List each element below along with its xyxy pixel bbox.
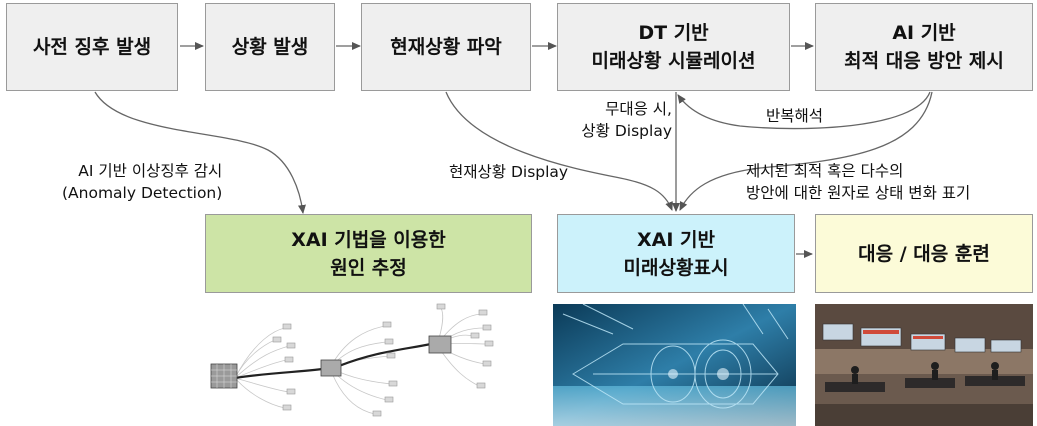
step-current-assessment-label: 현재상황 파악 [390,36,502,58]
no-response-line2: 상황 Display [581,122,672,140]
arrow-proposed [679,91,933,211]
xai-cause-line2: 원인 추정 [330,256,407,279]
step-situation: 상황 발생 [205,3,335,91]
arrow-current-display [445,91,673,211]
xai-cause-line1: XAI 기법을 이용한 [291,228,446,251]
current-display-label: 현재상황 Display [449,163,569,181]
arrow-anomaly [94,91,306,214]
control-room-photo [815,304,1033,426]
digital-twin-turbine-photo [553,304,796,426]
step-situation-label: 상황 발생 [231,36,309,58]
step-precursor-label: 사전 징후 발생 [32,36,152,58]
step-dt-simulation: DT 기반 미래상황 시뮬레이션 [557,3,790,91]
step-ai-optimal-line2: 최적 대응 방안 제시 [844,50,1004,72]
no-response-label: 무대응 시, 상황 Display [566,98,672,142]
xai-future-line2: 미래상황표시 [623,256,729,279]
response-label: 대응 / 대응 훈련 [858,242,990,265]
anomaly-label-line2: (Anomaly Detection) [62,184,223,202]
step-current-assessment: 현재상황 파악 [361,3,531,91]
step-ai-optimal: AI 기반 최적 대응 방안 제시 [815,3,1033,91]
step-dt-simulation-line1: DT 기반 [638,22,709,44]
response-box: 대응 / 대응 훈련 [815,214,1033,293]
arrow-iteration [677,91,931,130]
step-precursor: 사전 징후 발생 [6,3,178,91]
no-response-line1: 무대응 시, [605,100,672,118]
anomaly-label: AI 기반 이상징후 감시 (Anomaly Detection) [62,160,222,204]
proposed-line1: 제시된 최적 혹은 다수의 [746,162,904,180]
step-dt-simulation-line2: 미래상황 시뮬레이션 [591,50,756,72]
xai-graph-illustration [210,303,494,417]
xai-cause-box: XAI 기법을 이용한 원인 추정 [205,214,532,293]
proposed-label: 제시된 최적 혹은 다수의 방안에 대한 원자로 상태 변화 표기 [746,160,970,204]
proposed-line2: 방안에 대한 원자로 상태 변화 표기 [746,184,971,202]
xai-future-line1: XAI 기반 [637,228,715,251]
step-ai-optimal-line1: AI 기반 [892,22,956,44]
anomaly-label-line1: AI 기반 이상징후 감시 [78,162,223,180]
iteration-label: 반복해석 [766,107,824,125]
xai-future-box: XAI 기반 미래상황표시 [557,214,795,293]
